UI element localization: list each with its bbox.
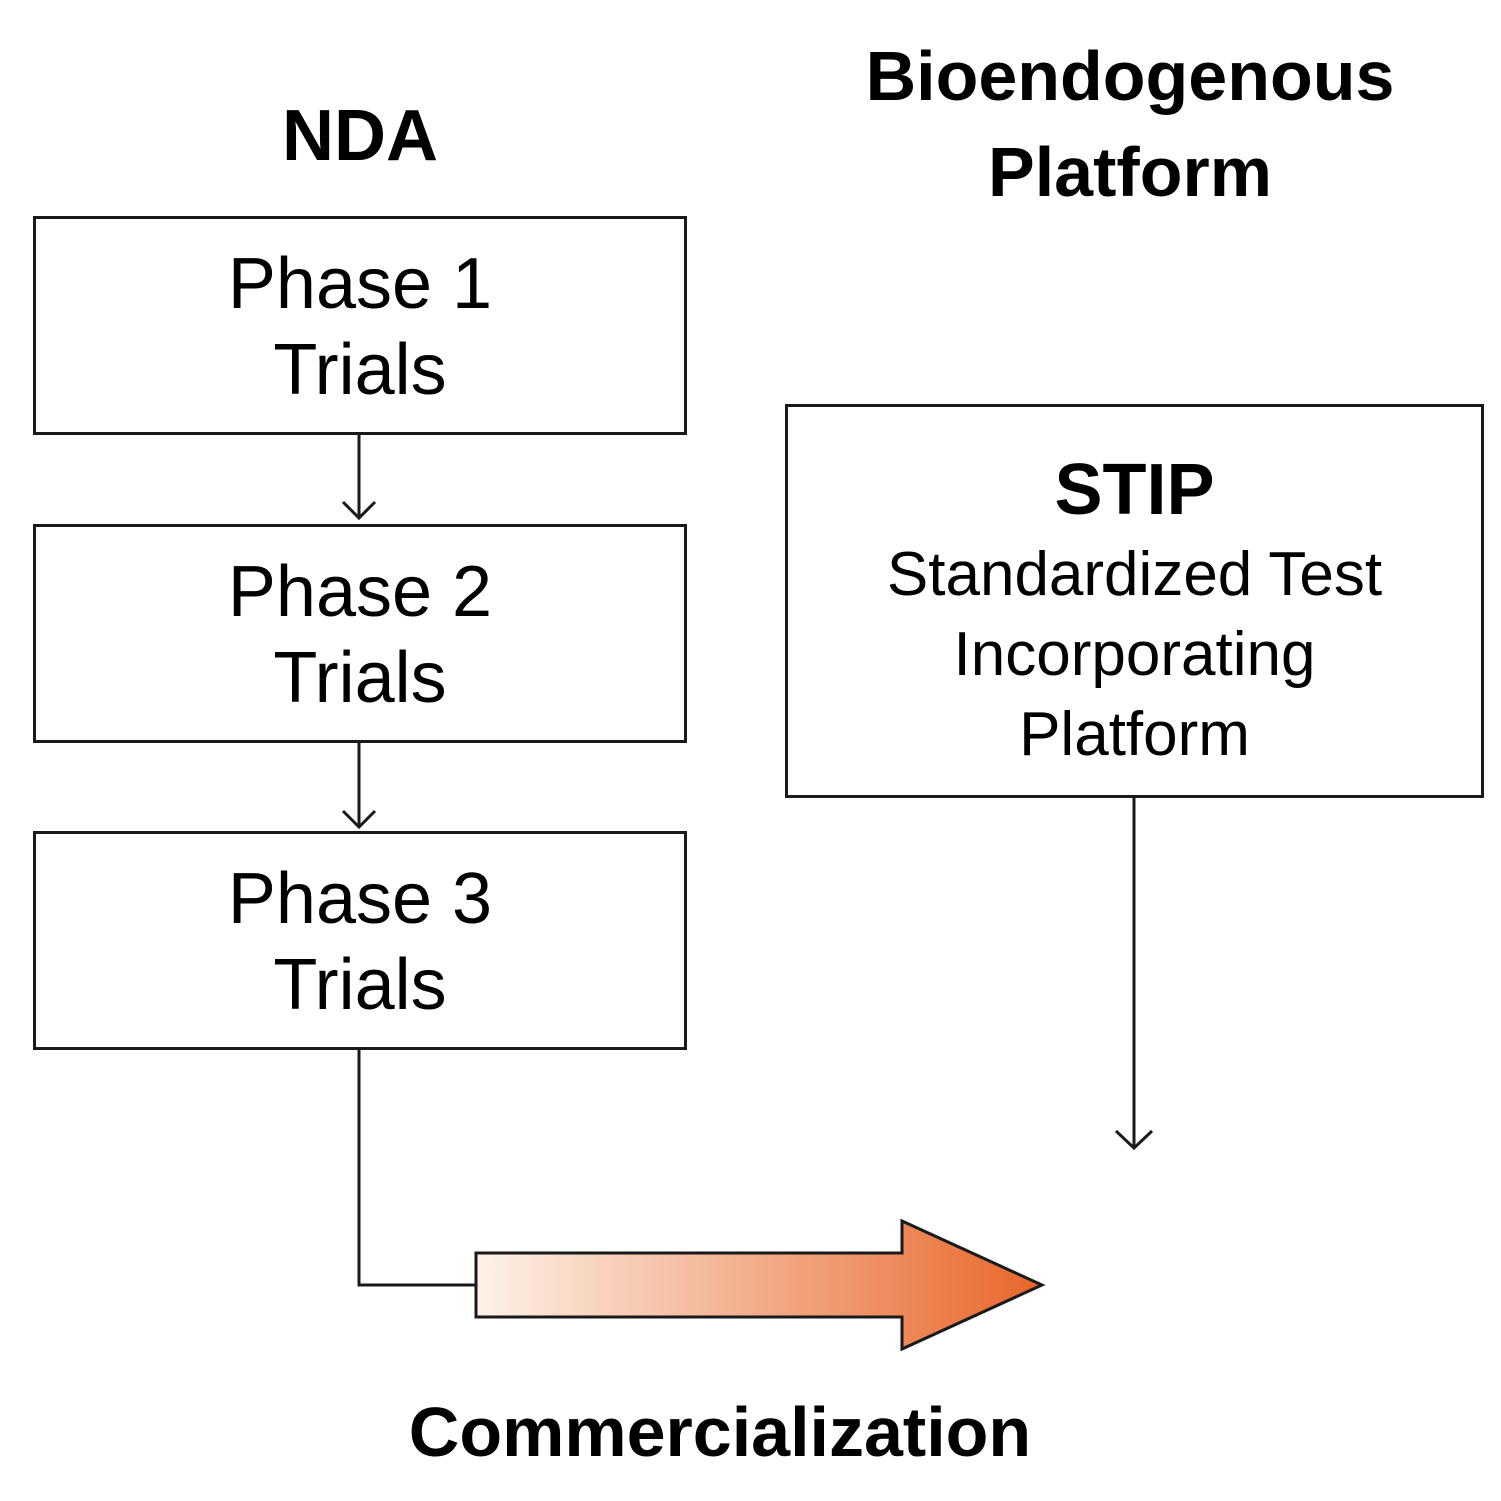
bioendogenous-platform-heading: Bioendogenous Platform bbox=[760, 28, 1500, 220]
phase-3-label: Phase 3 bbox=[227, 859, 493, 939]
phase-2-trials-label: Trials bbox=[273, 638, 447, 718]
phase-2-label: Phase 2 bbox=[227, 552, 493, 632]
stip-box: STIP Standardized Test Incorporating Pla… bbox=[785, 404, 1484, 798]
phase-3-box: Phase 3 Trials bbox=[33, 831, 687, 1050]
bioendogenous-heading-line2: Platform bbox=[988, 133, 1272, 211]
arrow-phase1-to-phase2 bbox=[341, 435, 377, 521]
phase-1-label: Phase 1 bbox=[227, 244, 493, 324]
bioendogenous-heading-line1: Bioendogenous bbox=[865, 37, 1395, 115]
stip-acronym: STIP bbox=[1054, 450, 1215, 530]
connector-phase3-to-commercialization bbox=[357, 1050, 476, 1287]
arrow-stip-down bbox=[1114, 798, 1154, 1151]
stip-description-line3: Platform bbox=[1019, 700, 1250, 769]
commercialization-arrow bbox=[474, 1218, 1046, 1352]
stip-description-line2: Incorporating bbox=[953, 620, 1316, 689]
nda-heading: NDA bbox=[282, 96, 438, 176]
phase-3-trials-label: Trials bbox=[273, 945, 447, 1025]
phase-1-box: Phase 1 Trials bbox=[33, 216, 687, 435]
stip-description-line1: Standardized Test bbox=[886, 540, 1383, 609]
arrow-phase2-to-phase3 bbox=[341, 743, 377, 830]
commercialization-heading: Commercialization bbox=[408, 1393, 1032, 1471]
phase-1-trials-label: Trials bbox=[273, 330, 447, 410]
phase-2-box: Phase 2 Trials bbox=[33, 524, 687, 743]
